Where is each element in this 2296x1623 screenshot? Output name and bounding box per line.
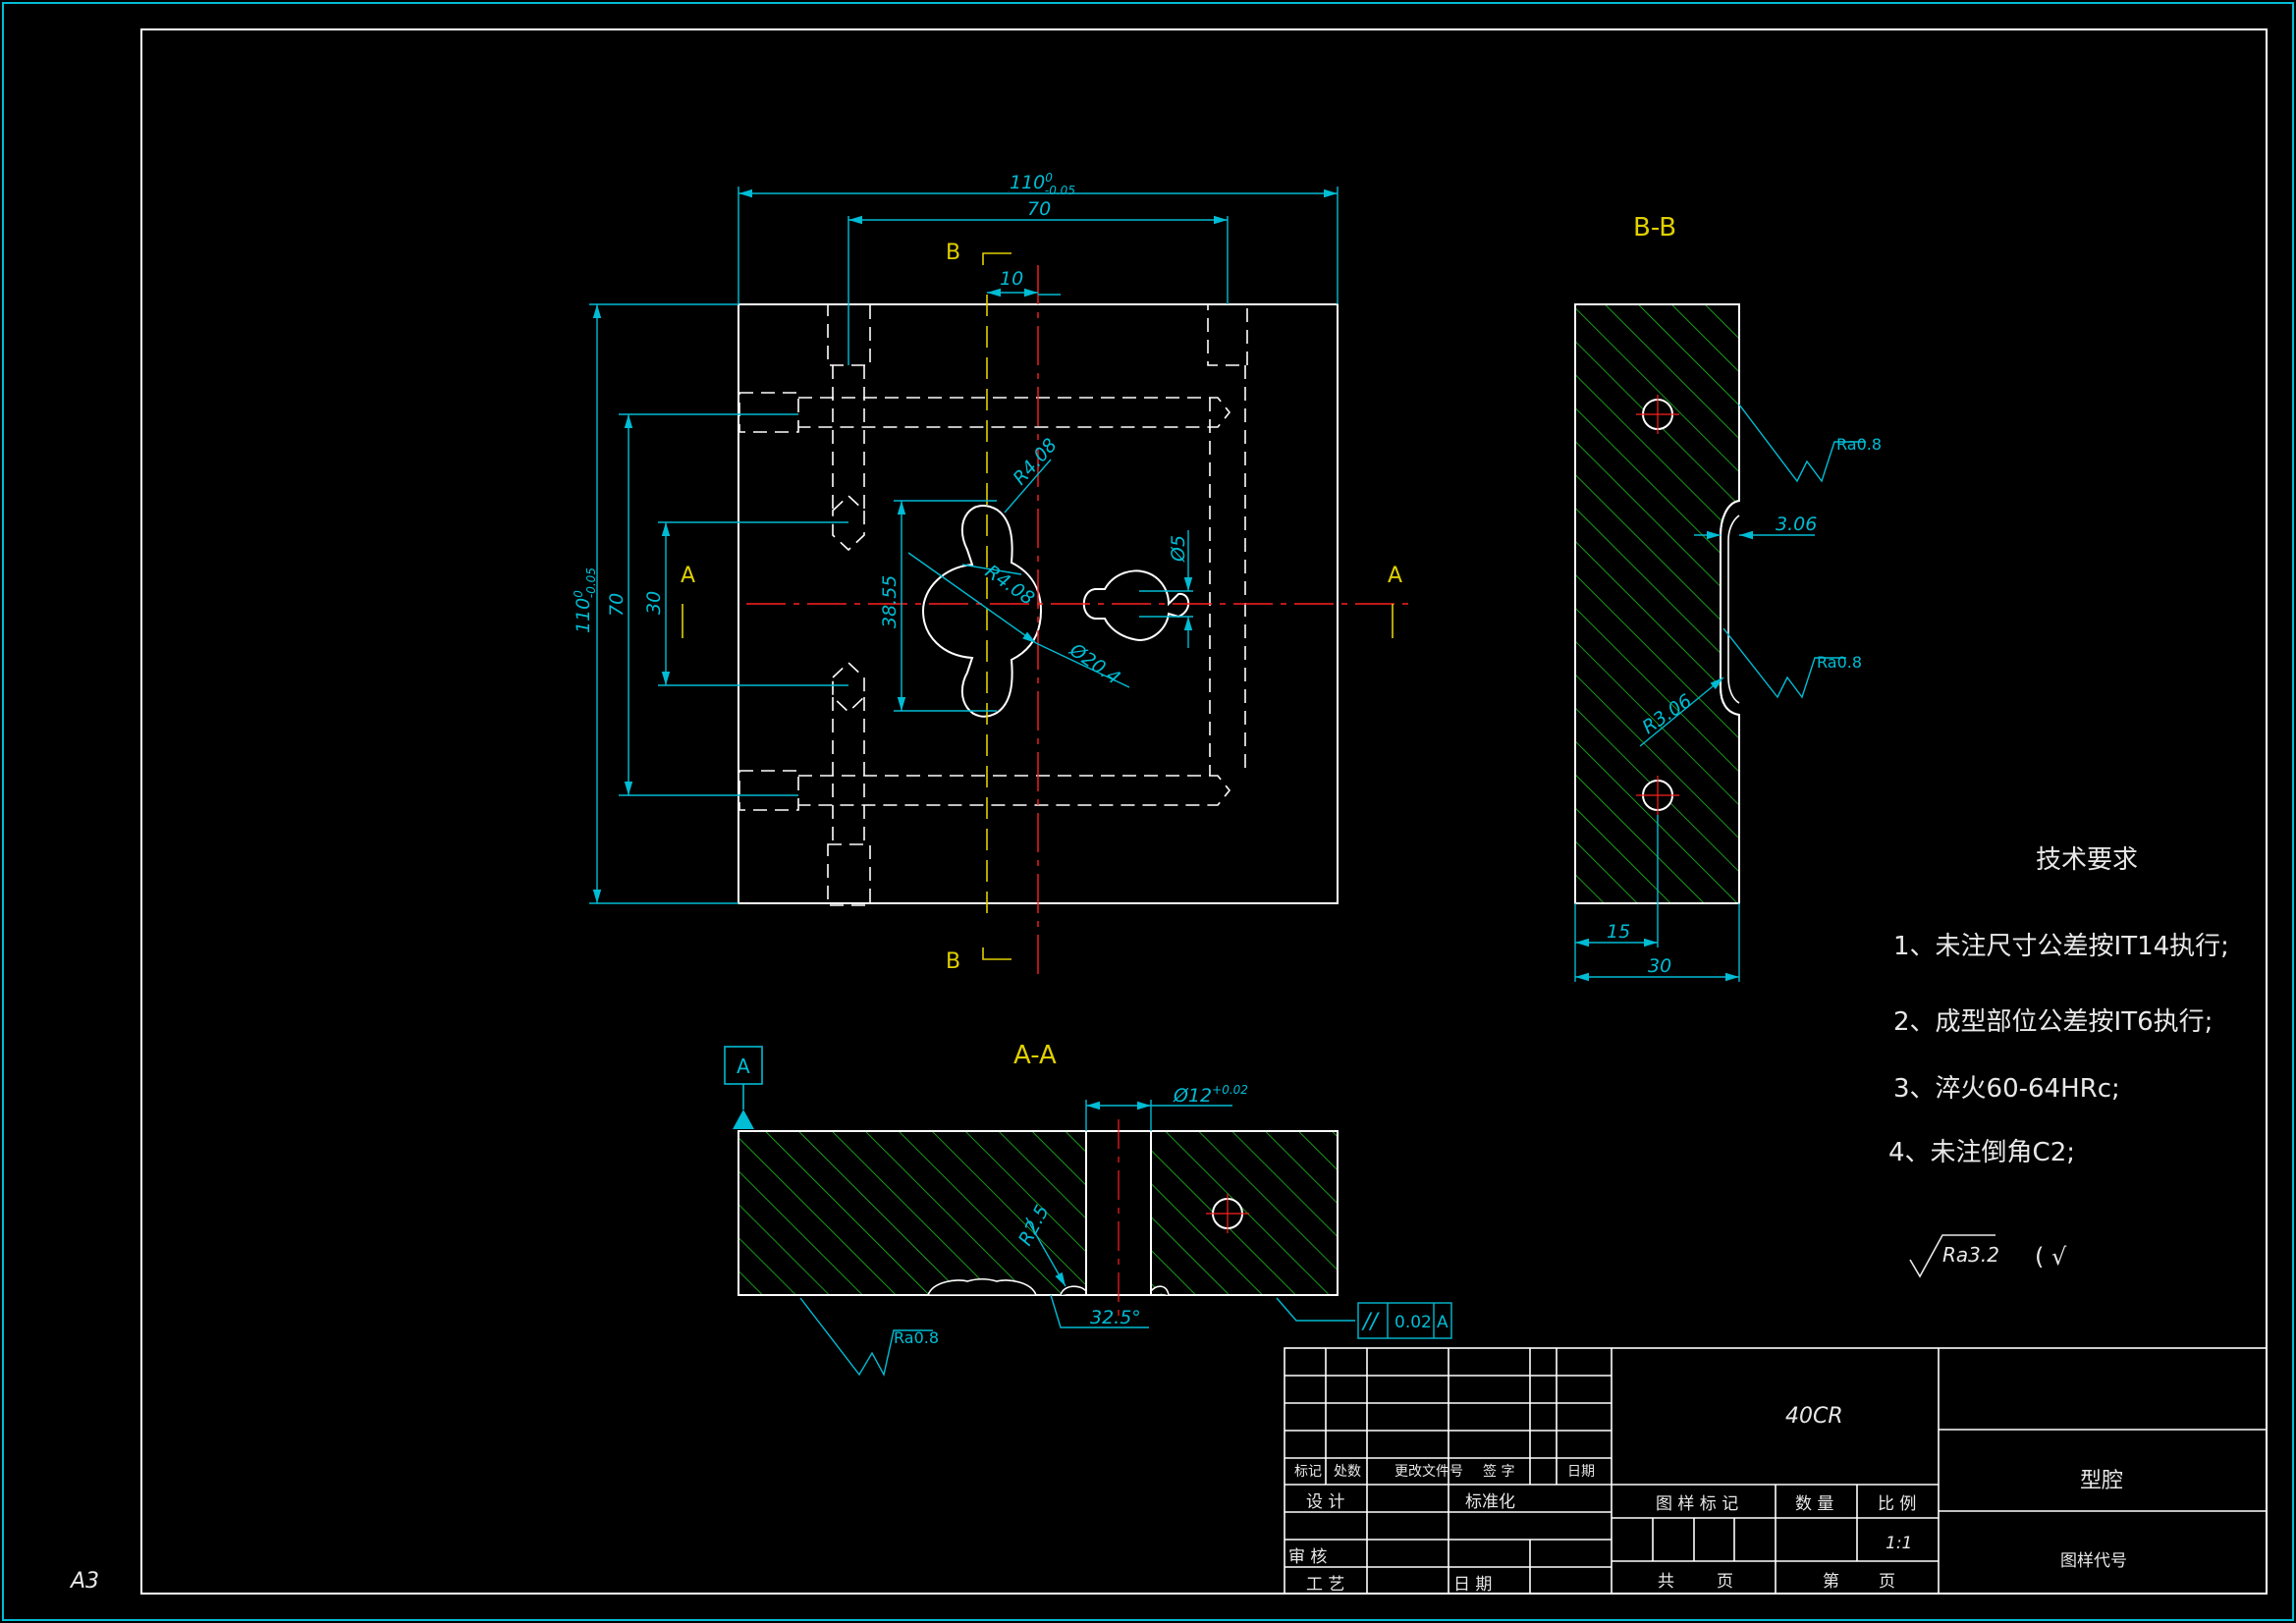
aa-dim-dia-12: Ø12+0.02 <box>1173 1083 1248 1107</box>
tb-quantity: 数 量 <box>1795 1494 1834 1514</box>
cut-label-a-right: A <box>1388 564 1402 588</box>
parallelism-datum: A <box>1437 1313 1449 1332</box>
sheet-size-label: A3 <box>69 1569 99 1594</box>
tb-review: 审 核 <box>1288 1547 1328 1567</box>
section-bb-title: B-B <box>1633 213 1676 243</box>
plan-view: B B A A <box>572 171 1414 982</box>
bb-dim-15: 15 <box>1607 921 1630 943</box>
aa-dim-angle: 32.5° <box>1090 1307 1141 1328</box>
requirement-item-3: 3、淬火60-64HRc; <box>1893 1074 2120 1104</box>
bb-dim-3-06: 3.06 <box>1776 514 1817 535</box>
bb-dim-30: 30 <box>1648 955 1671 977</box>
requirement-item-1: 1、未注尺寸公差按IT14执行; <box>1893 932 2229 961</box>
tb-page-unit-2: 页 <box>1879 1572 1895 1592</box>
cut-label-b-bottom: B <box>946 949 960 974</box>
dim-r4-08-mid: R4.08 <box>981 561 1038 610</box>
tb-date: 日 期 <box>1453 1575 1493 1595</box>
datum-label: A <box>737 1055 750 1078</box>
dim-height-110: 1100-0.05 <box>572 568 598 633</box>
section-aa-title: A-A <box>1013 1041 1057 1070</box>
dim-38-55: 38.55 <box>879 575 901 628</box>
tb-h-mark: 标记 <box>1294 1464 1322 1480</box>
tb-h-sign: 签 字 <box>1483 1464 1515 1480</box>
tb-sheet-no: 第 <box>1823 1572 1839 1592</box>
dim-30: 30 <box>643 591 665 615</box>
dim-r4-08-top: R4.08 <box>1009 434 1061 489</box>
bb-roughness-1: Ra0.8 <box>1836 435 1882 454</box>
parallelism-symbol: // <box>1361 1310 1380 1334</box>
part-name: 型腔 <box>2080 1469 2124 1493</box>
requirement-item-4: 4、未注倒角C2; <box>1888 1138 2075 1167</box>
cavity-contour <box>921 505 1043 718</box>
tb-h-change-doc: 更改文件号 <box>1394 1464 1463 1480</box>
general-roughness-suffix: ( √ <box>2035 1243 2067 1271</box>
section-bb: B-B 3.06 R3.06 15 30 Ra0.8 Ra0.8 <box>1574 213 1882 982</box>
gate-contour <box>1082 569 1190 642</box>
section-aa: A-A A Ø12+0.02 R2.5 32.5° Ra0.8 // <box>724 1041 1452 1377</box>
tb-h-count: 处数 <box>1334 1464 1361 1480</box>
tb-scale-value: 1:1 <box>1886 1534 1913 1553</box>
cut-label-b-top: B <box>946 241 960 265</box>
dim-width-110: 1100-0.05 <box>1010 171 1075 197</box>
tb-standardization: 标准化 <box>1465 1492 1515 1512</box>
roughness-symbol <box>1909 1234 1995 1278</box>
inner-frame <box>140 28 2268 1595</box>
requirements-title: 技术要求 <box>2036 845 2139 875</box>
tb-process: 工 艺 <box>1306 1575 1345 1595</box>
dim-dia-20-4: Ø20.4 <box>1065 639 1123 689</box>
tb-page-unit-1: 页 <box>1717 1572 1733 1592</box>
dim-dia-5: Ø5 <box>1168 535 1189 563</box>
tb-total-pages: 共 <box>1658 1572 1674 1592</box>
hidden-cooling-channels <box>738 303 1248 906</box>
tb-scale-label: 比 例 <box>1878 1494 1917 1514</box>
aa-roughness: Ra0.8 <box>894 1328 939 1347</box>
dim-70-vertical: 70 <box>606 593 628 617</box>
cut-label-a-left: A <box>681 564 695 588</box>
drawing-code-label: 图样代号 <box>2060 1551 2127 1571</box>
material-label: 40CR <box>1785 1404 1843 1429</box>
dim-70-horizontal: 70 <box>1027 198 1051 220</box>
title-block <box>1284 1347 2268 1595</box>
dim-10: 10 <box>1000 268 1023 290</box>
tb-design: 设 计 <box>1306 1492 1345 1512</box>
requirement-item-2: 2、成型部位公差按IT6执行; <box>1893 1007 2214 1037</box>
bb-roughness-2: Ra0.8 <box>1817 653 1862 672</box>
tb-h-date: 日期 <box>1567 1464 1595 1480</box>
tb-drawing-mark: 图 样 标 记 <box>1656 1494 1739 1514</box>
parallelism-tolerance: 0.02 <box>1394 1313 1432 1332</box>
general-roughness: Ra3.2 <box>1942 1243 1999 1267</box>
